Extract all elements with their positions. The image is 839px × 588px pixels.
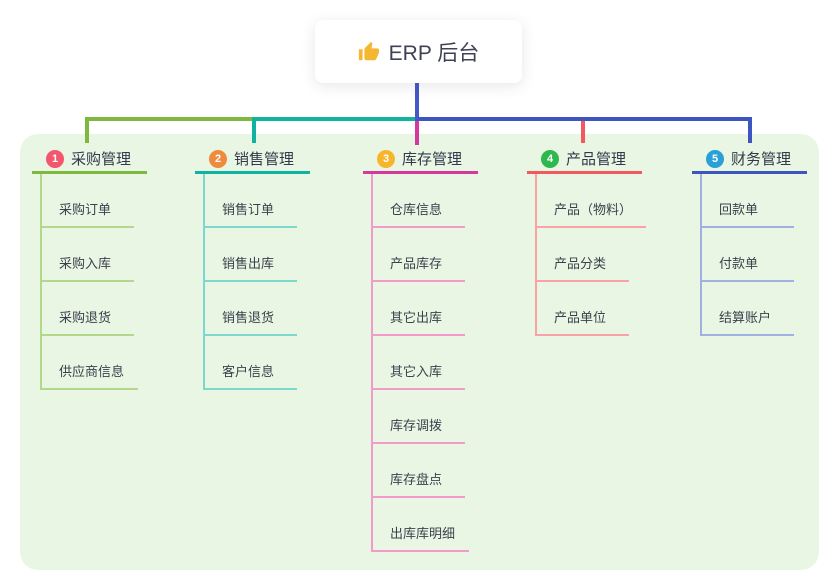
sub-node[interactable]: 产品分类 <box>537 228 629 282</box>
connector-branch4-drop <box>581 121 585 143</box>
branch-sales: 2 销售管理 销售订单 销售出库 销售退货 客户信息 <box>195 146 310 390</box>
sub-node[interactable]: 销售订单 <box>205 174 297 228</box>
branch-label: 财务管理 <box>731 151 792 168</box>
branch-children: 回款单 付款单 结算账户 <box>700 174 807 336</box>
branch-number-badge: 4 <box>541 149 559 168</box>
branch-label: 采购管理 <box>71 151 132 168</box>
root-node[interactable]: ERP 后台 <box>315 20 522 83</box>
sub-node[interactable]: 出库库明细 <box>373 498 470 552</box>
branch-title-product[interactable]: 4 产品管理 <box>527 146 642 174</box>
root-title: ERP 后台 <box>388 41 480 65</box>
sub-node[interactable]: 产品单位 <box>537 282 629 336</box>
sub-node[interactable]: 采购退货 <box>42 282 134 336</box>
sub-node[interactable]: 付款单 <box>702 228 794 282</box>
sub-node[interactable]: 结算账户 <box>702 282 794 336</box>
branch-finance: 5 财务管理 回款单 付款单 结算账户 <box>692 146 807 336</box>
branch-inventory: 3 库存管理 仓库信息 产品库存 其它出库 其它入库 库存调拨 库存盘点 出库库… <box>363 146 478 552</box>
branch-title-inventory[interactable]: 3 库存管理 <box>363 146 478 174</box>
branch-label: 销售管理 <box>234 151 295 168</box>
branch-title-procurement[interactable]: 1 采购管理 <box>32 146 147 174</box>
sub-node[interactable]: 客户信息 <box>205 336 297 390</box>
branch-children: 销售订单 销售出库 销售退货 客户信息 <box>203 174 310 390</box>
connector-branch1-horizontal <box>85 117 417 121</box>
thumbs-up-icon <box>358 41 380 63</box>
connector-root-vertical <box>415 83 419 121</box>
branch-title-finance[interactable]: 5 财务管理 <box>692 146 807 174</box>
sub-node[interactable]: 产品（物料） <box>537 174 647 228</box>
sub-node[interactable]: 其它入库 <box>373 336 465 390</box>
sub-node[interactable]: 其它出库 <box>373 282 465 336</box>
branch-children: 仓库信息 产品库存 其它出库 其它入库 库存调拨 库存盘点 出库库明细 <box>371 174 478 552</box>
sub-node[interactable]: 采购订单 <box>42 174 134 228</box>
connector-branch5-drop <box>748 117 752 143</box>
branch-children: 产品（物料） 产品分类 产品单位 <box>535 174 647 336</box>
branch-title-sales[interactable]: 2 销售管理 <box>195 146 310 174</box>
branch-number-badge: 2 <box>209 149 227 168</box>
sub-node[interactable]: 销售退货 <box>205 282 297 336</box>
branch-number-badge: 3 <box>377 149 395 168</box>
sub-node[interactable]: 库存调拨 <box>373 390 465 444</box>
branch-number-badge: 5 <box>706 149 724 168</box>
branch-product: 4 产品管理 产品（物料） 产品分类 产品单位 <box>527 146 647 336</box>
sub-node[interactable]: 仓库信息 <box>373 174 465 228</box>
connector-branch5-horizontal <box>417 117 752 121</box>
sub-node[interactable]: 供应商信息 <box>42 336 139 390</box>
branch-label: 产品管理 <box>566 151 627 168</box>
connector-branch3-drop <box>415 121 419 145</box>
branch-number-badge: 1 <box>46 149 64 168</box>
branch-procurement: 1 采购管理 采购订单 采购入库 采购退货 供应商信息 <box>32 146 147 390</box>
sub-node[interactable]: 销售出库 <box>205 228 297 282</box>
sub-node[interactable]: 采购入库 <box>42 228 134 282</box>
sub-node[interactable]: 回款单 <box>702 174 794 228</box>
sub-node[interactable]: 产品库存 <box>373 228 465 282</box>
branch-label: 库存管理 <box>402 151 463 168</box>
sub-node[interactable]: 库存盘点 <box>373 444 465 498</box>
connector-branch2-drop <box>252 117 256 143</box>
connector-branch1-drop <box>85 117 89 143</box>
connector-branch2-horizontal <box>252 117 417 121</box>
branch-children: 采购订单 采购入库 采购退货 供应商信息 <box>40 174 147 390</box>
